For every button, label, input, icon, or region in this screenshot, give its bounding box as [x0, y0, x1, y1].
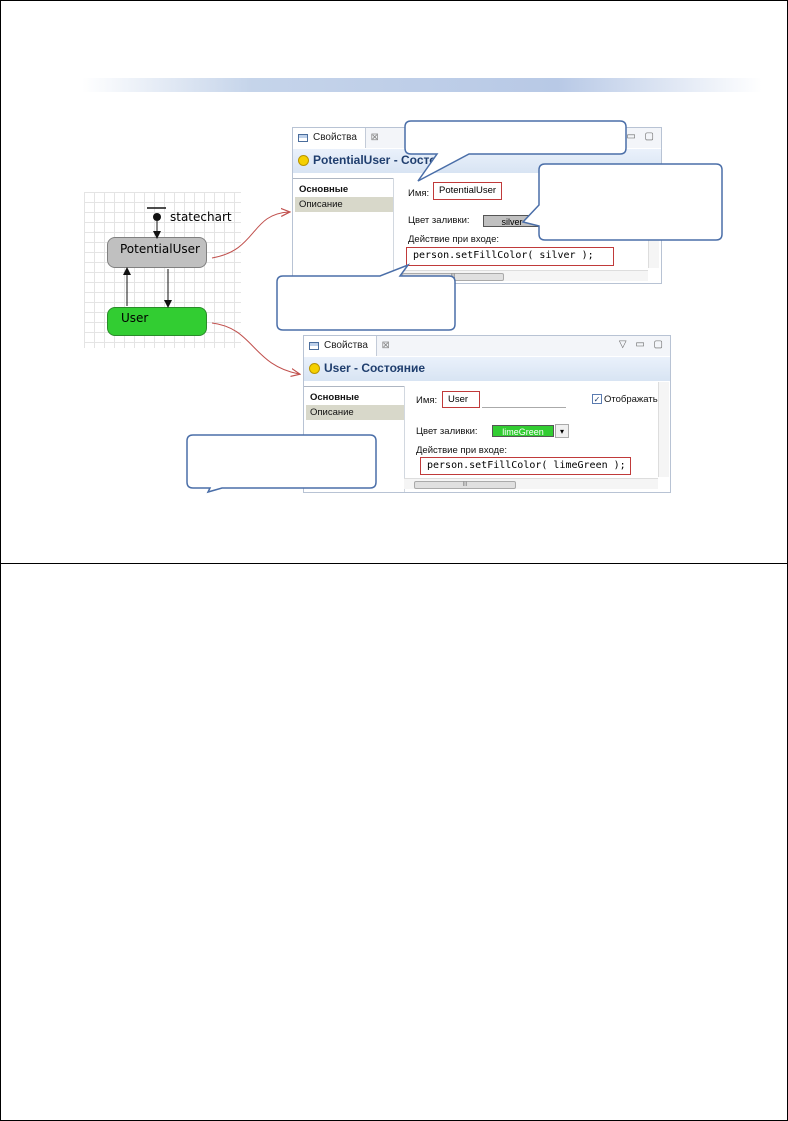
close-icon[interactable]: ⊠ [381, 340, 390, 351]
show-label: Отображать [604, 394, 658, 405]
entry-action-label: Действие при входе: [416, 445, 508, 456]
state-potential-user[interactable]: PotentialUser [107, 237, 207, 268]
sidebar-item-main[interactable]: Основные [299, 184, 349, 195]
state-label: User [121, 311, 149, 325]
name-input[interactable]: PotentialUser [433, 182, 502, 200]
panel-title: User - Состояние [324, 361, 426, 375]
sidebar-divider [293, 178, 393, 182]
callout-fill-color [521, 163, 723, 241]
scroll-thumb[interactable]: III [414, 481, 516, 489]
panel-tabbar: Свойства ⊠ ▽ ▭ ▢ [304, 336, 670, 356]
properties-tab[interactable]: Свойства ⊠ [304, 336, 390, 356]
entry-action-code[interactable]: person.setFillColor( limeGreen ); [420, 457, 631, 475]
name-label: Имя: [408, 188, 430, 199]
entry-action-code[interactable]: person.setFillColor( silver ); [406, 247, 614, 266]
tab-label: Свойства [313, 132, 357, 143]
window-controls-icon[interactable]: ▽ ▭ ▢ [618, 339, 666, 350]
callout-name [404, 120, 627, 182]
properties-icon [298, 134, 308, 142]
name-label: Имя: [416, 395, 438, 406]
panel-sidebar: Основные Описание [293, 178, 394, 283]
tab-label: Свойства [324, 340, 368, 351]
callout-entry-action [276, 263, 456, 331]
sidebar-item-description[interactable]: Описание [306, 405, 404, 420]
entry-action-label: Действие при входе: [408, 234, 500, 245]
close-icon[interactable]: ⊠ [370, 132, 379, 143]
title-gradient-bar [82, 78, 762, 92]
vertical-scrollbar[interactable] [658, 382, 669, 477]
window-controls-icon[interactable]: ▽ ▭ ▢ [609, 131, 657, 142]
page-divider [0, 563, 788, 564]
sidebar-item-description[interactable]: Описание [295, 197, 393, 212]
fill-color-swatch[interactable]: limeGreen [492, 425, 554, 437]
link-arrow-potential [211, 212, 289, 259]
horizontal-scrollbar[interactable]: III [404, 478, 658, 489]
panel-header: User - Состояние [304, 357, 670, 381]
panel-title: PotentialUser - Состоян [313, 153, 451, 167]
name-field-line [482, 407, 566, 408]
state-dot-icon [298, 155, 309, 166]
fill-color-label: Цвет заливки: [416, 426, 478, 437]
chevron-down-icon[interactable]: ▾ [555, 424, 569, 438]
callout-user-state [186, 434, 377, 494]
show-checkbox[interactable]: ✓ [592, 394, 602, 404]
state-dot-icon [309, 363, 320, 374]
initial-state-dot-icon [153, 213, 161, 221]
link-arrow-user [211, 322, 299, 374]
statechart-label: statechart [170, 210, 232, 224]
properties-tab[interactable]: Свойства ⊠ [293, 128, 379, 148]
name-input[interactable]: User [442, 391, 480, 408]
properties-icon [309, 342, 319, 350]
sidebar-divider [304, 386, 404, 390]
state-label: PotentialUser [120, 242, 200, 256]
sidebar-item-main[interactable]: Основные [310, 392, 360, 403]
vertical-scrollbar[interactable] [648, 238, 659, 268]
fill-color-label: Цвет заливки: [408, 215, 470, 226]
state-user[interactable]: User [107, 307, 207, 336]
